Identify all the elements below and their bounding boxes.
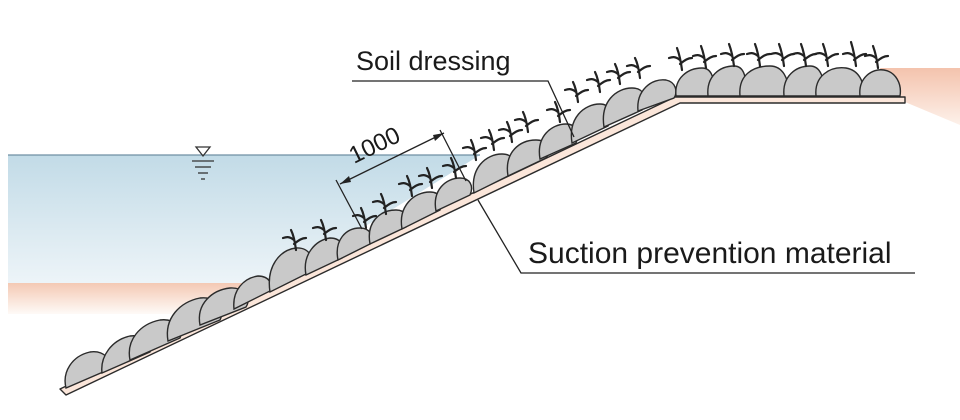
plant-sprout [605, 62, 632, 86]
plant-sprout [563, 80, 590, 104]
plant-sprout [461, 138, 488, 162]
stone [739, 65, 789, 97]
stone [859, 69, 902, 97]
plant-sprout [311, 218, 338, 242]
plant-sprout [745, 42, 772, 68]
stone [434, 177, 473, 213]
plant-sprout [497, 120, 524, 144]
plant-sprout [813, 42, 840, 68]
plant-sprout [691, 44, 718, 70]
suction-prevention-leader [477, 199, 915, 274]
crest-ground-soil [880, 68, 960, 125]
crest-stones [675, 65, 902, 97]
water-body [8, 155, 480, 283]
suction-prevention-label: Suction prevention material [528, 237, 892, 270]
soil-dressing-label: Soil dressing [356, 46, 511, 76]
plant-sprout [281, 228, 308, 252]
plant-sprout [397, 174, 424, 198]
plant-sprout [441, 156, 468, 180]
plant-sprout [791, 42, 818, 68]
plant-sprout [585, 70, 612, 94]
plant-sprout [841, 40, 868, 68]
plant-sprout [667, 46, 694, 72]
plant-sprout [545, 100, 572, 124]
plant-sprout [769, 42, 796, 68]
plant-sprout [719, 42, 746, 68]
water-level-triangle-icon [192, 146, 214, 180]
plant-sprout [371, 192, 398, 216]
plant-sprout [863, 44, 890, 70]
plant-sprout [625, 56, 652, 80]
plant-sprout [351, 206, 378, 230]
slope-stones [64, 79, 677, 389]
vegetation [281, 40, 890, 252]
plant-sprout [479, 128, 506, 152]
plant-sprout [513, 110, 540, 134]
plant-sprout [417, 166, 444, 190]
stone [815, 67, 864, 97]
soil-dressing-leader [352, 80, 575, 138]
dimension-marker [335, 129, 467, 230]
